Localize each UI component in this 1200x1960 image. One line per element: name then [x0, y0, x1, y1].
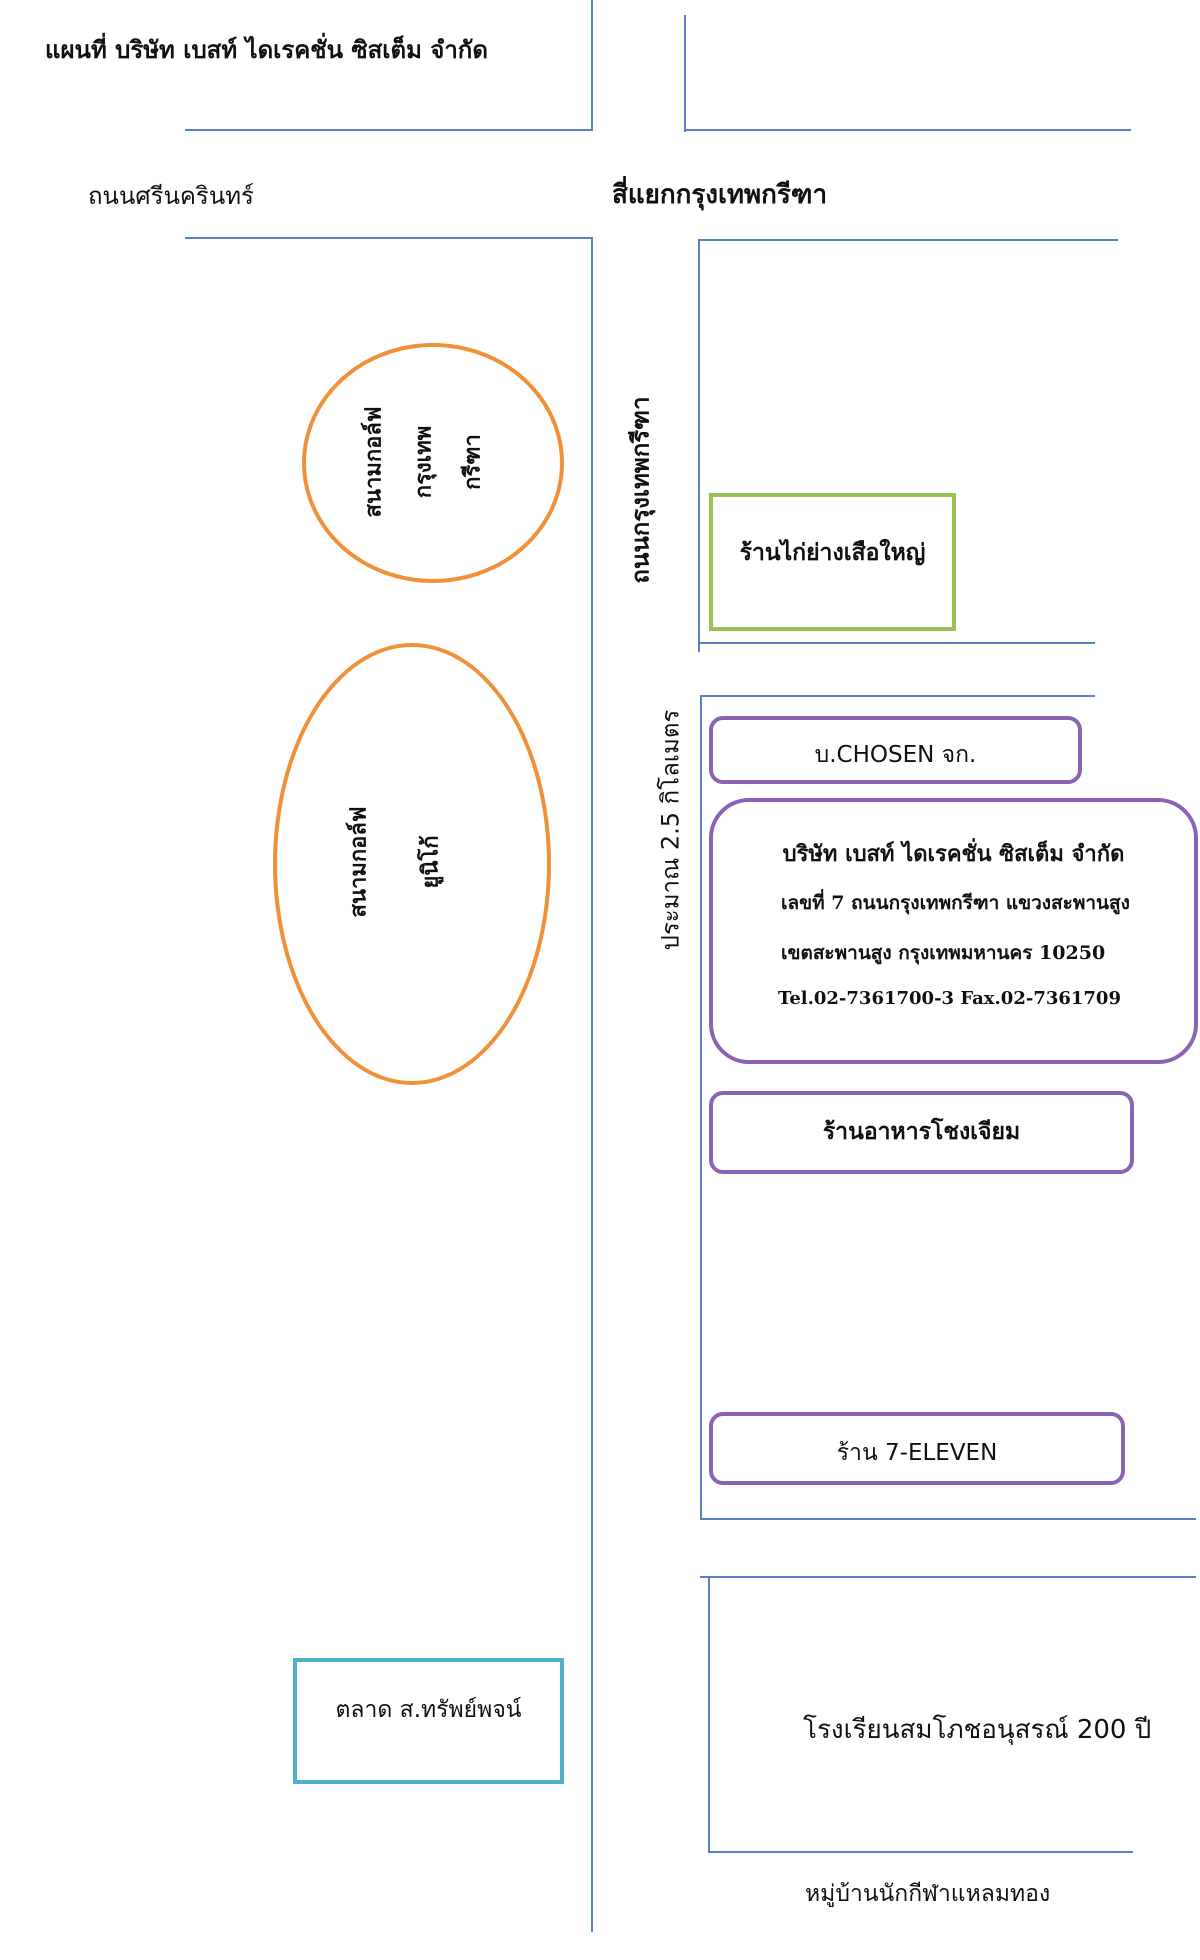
srinakarin-road-label: ถนนศรีนครินทร์	[88, 182, 254, 210]
road-line	[684, 15, 686, 132]
seven-eleven-label: ร้าน 7-ELEVEN	[836, 1440, 998, 1466]
golf-course-unico-ellipse	[273, 643, 551, 1085]
restaurant-box: ร้านอาหารโชงเจียม	[709, 1091, 1134, 1174]
restaurant-label: ร้านอาหารโชงเจียม	[822, 1119, 1021, 1145]
road-line	[698, 239, 700, 652]
junction-label: สี่แยกกรุงเทพกรีฑา	[612, 180, 828, 210]
golf-kreetha-label-line3: กรีฑา	[460, 434, 486, 490]
school-label: โรงเรียนสมโภชอนุสรณ์ 200 ปี	[803, 1715, 1152, 1745]
seven-eleven-box: ร้าน 7-ELEVEN	[709, 1412, 1125, 1485]
road-line	[698, 239, 1118, 241]
golf-course-kreetha-ellipse	[302, 343, 564, 583]
company-address-line2: เขตสะพานสูง กรุงเทพมหานคร 10250	[781, 942, 1106, 964]
road-line	[700, 1576, 1196, 1578]
chosen-company-label: บ.CHOSEN จก.	[814, 742, 977, 768]
market-label: ตลาด ส.ทรัพย์พจน์	[335, 1697, 522, 1723]
road-line	[700, 1518, 1196, 1520]
road-line	[684, 129, 1131, 131]
road-line	[700, 642, 1095, 644]
kai-yang-shop-label: ร้านไก่ย่างเสือใหญ่	[739, 540, 926, 566]
distance-label: ประมาณ 2.5 กิโลเมตร	[656, 709, 685, 951]
company-info-box: บริษัท เบสท์ ไดเรคชั่น ซิสเต็ม จำกัด เลข…	[709, 798, 1198, 1064]
golf-unico-label-line1: สนามกอล์ฟ	[346, 806, 372, 918]
golf-kreetha-label-line1: สนามกอล์ฟ	[361, 406, 387, 518]
road-line	[708, 1576, 710, 1853]
golf-kreetha-label-line2: กรุงเทพ	[411, 425, 437, 499]
map-title: แผนที่ บริษัท เบสท์ ไดเรคชั่น ซิสเต็ม จำ…	[45, 36, 488, 64]
company-contact: Tel.02-7361700-3 Fax.02-7361709	[778, 988, 1121, 1009]
road-line	[185, 129, 593, 131]
golf-unico-label-line2: ยูนิโก้	[418, 835, 444, 889]
road-line	[591, 0, 593, 130]
krungthep-kreetha-road-label: ถนนกรุงเทพกรีฑา	[626, 396, 655, 584]
village-label: หมู่บ้านนักกีฬาแหลมทอง	[805, 1881, 1051, 1907]
road-line	[708, 1851, 1133, 1853]
market-box: ตลาด ส.ทรัพย์พจน์	[293, 1658, 564, 1784]
road-line	[700, 695, 702, 1520]
chosen-company-box: บ.CHOSEN จก.	[709, 716, 1082, 784]
road-line	[591, 237, 593, 1932]
kai-yang-shop-box: ร้านไก่ย่างเสือใหญ่	[709, 493, 956, 631]
road-line	[700, 695, 1095, 697]
company-name: บริษัท เบสท์ ไดเรคชั่น ซิสเต็ม จำกัด	[782, 841, 1125, 867]
company-address-line1: เลขที่ 7 ถนนกรุงเทพกรีฑา แขวงสะพานสูง	[781, 892, 1130, 914]
road-line	[185, 237, 593, 239]
